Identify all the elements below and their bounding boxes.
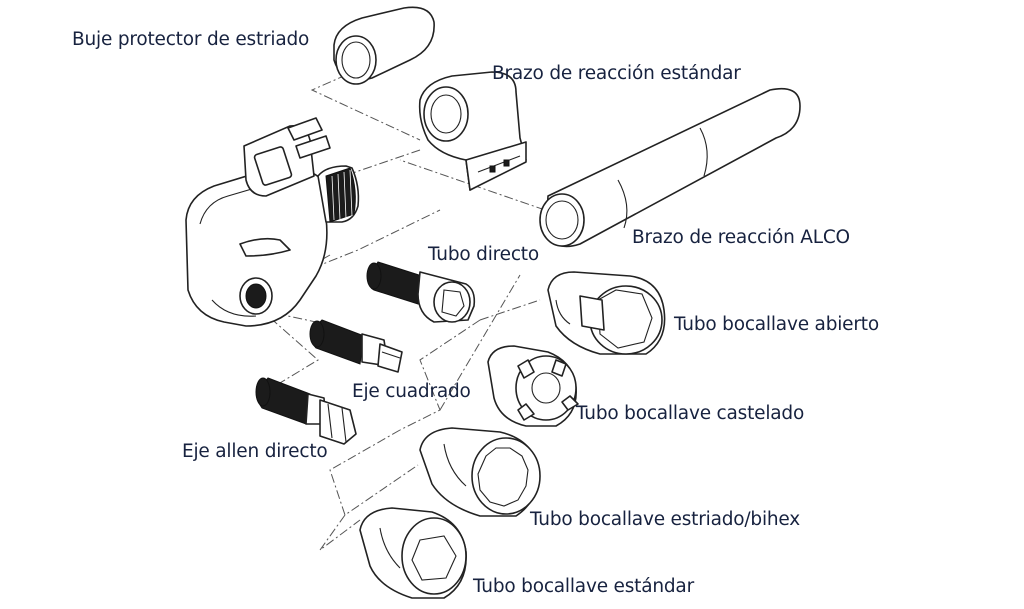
label-brazo-alco: Brazo de reacción ALCO — [632, 227, 850, 248]
tubo-estandar-part — [359, 507, 467, 599]
hydraulic-wrench — [185, 117, 360, 327]
label-tubo-bocallave-castelado: Tubo bocallave castelado — [576, 403, 805, 424]
tubo-estriado-part — [419, 427, 541, 517]
brazo-alco-part — [539, 87, 801, 248]
label-tubo-bocallave-abierto: Tubo bocallave abierto — [674, 314, 879, 335]
eje-cuadrado-part — [309, 319, 403, 373]
brazo-estandar-part — [418, 71, 527, 191]
label-buje-protector: Buje protector de estriado — [72, 29, 310, 50]
tubo-castelado-part — [487, 345, 579, 427]
label-tubo-bocallave-estriado: Tubo bocallave estriado/bihex — [530, 509, 801, 530]
eje-allen-part — [255, 377, 357, 445]
tubo-abierto-part — [547, 271, 666, 355]
buje-protector-part — [333, 6, 435, 85]
tubo-directo-part — [366, 261, 476, 323]
label-brazo-estandar: Brazo de reacción estándar — [492, 63, 741, 84]
label-eje-allen-directo: Eje allen directo — [182, 441, 328, 462]
label-tubo-bocallave-estandar: Tubo bocallave estándar — [473, 576, 694, 597]
label-eje-cuadrado: Eje cuadrado — [352, 381, 471, 402]
label-tubo-directo: Tubo directo — [428, 244, 539, 265]
